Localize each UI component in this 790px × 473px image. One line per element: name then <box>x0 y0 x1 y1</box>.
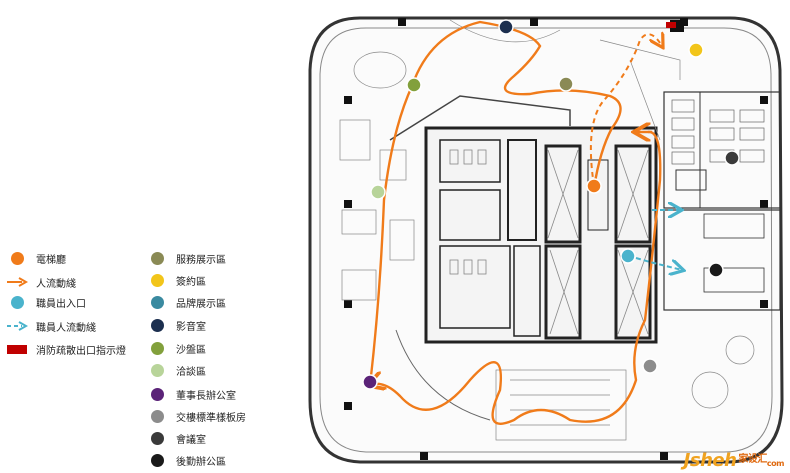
watermark-com: com <box>766 459 785 468</box>
elevator-hall-marker <box>586 178 602 194</box>
lobby-curve <box>395 329 491 421</box>
service-display-marker <box>558 76 574 92</box>
orange-arrow-icon <box>6 275 28 289</box>
yellow-dot-icon <box>146 273 168 287</box>
legend-item-back-office: 後勤辦公區 <box>146 452 226 468</box>
staff-entrance-marker <box>620 248 636 264</box>
watermark-main: Jsheh <box>683 450 737 471</box>
show-flat-marker <box>642 358 658 374</box>
legend-label: 職員出入口 <box>36 298 86 310</box>
legend-item-meeting-room: 會議室 <box>146 430 206 446</box>
black-dot-icon <box>146 453 168 467</box>
staff-flow-top <box>589 34 662 187</box>
legend-label: 消防疏散出口指示燈 <box>36 345 126 357</box>
chairman-office-marker <box>362 374 378 390</box>
olive-dot-icon <box>146 251 168 265</box>
teal-dot-icon <box>146 295 168 309</box>
cyan-dot-icon <box>6 295 28 309</box>
legend-item-signing: 簽約區 <box>146 272 206 288</box>
negotiation-marker <box>370 184 386 200</box>
legend-item-elevator-hall: 電梯廳 <box>6 250 66 266</box>
legend-label: 董事長辦公室 <box>176 390 236 402</box>
office-wing <box>663 91 781 311</box>
legend-label: 品牌展示區 <box>176 298 226 310</box>
legend-label: 簽約區 <box>176 276 206 288</box>
gray-dot-icon <box>146 409 168 423</box>
orange-dot-icon <box>6 251 28 265</box>
zone-markers <box>362 19 740 390</box>
legend-label: 電梯廳 <box>36 254 66 266</box>
exit-sign <box>666 22 676 28</box>
legend-item-brand-display: 品牌展示區 <box>146 294 226 310</box>
legend-label: 會議室 <box>176 434 206 446</box>
legend-item-sand-table: 沙盤區 <box>146 340 206 356</box>
dark-gray-dot-icon <box>146 431 168 445</box>
legend-label: 服務展示區 <box>176 254 226 266</box>
legend-label: 人流動綫 <box>36 278 76 290</box>
desks <box>671 99 765 165</box>
legend-item-service-display: 服務展示區 <box>146 250 226 266</box>
navy-dot-icon <box>146 318 168 332</box>
legend: 電梯廳 人流動綫 職員出入口 職員人流動綫 消防疏散出口指示燈 服務展示區 簽約… <box>0 0 300 473</box>
legend-item-negotiation: 洽談區 <box>146 362 206 378</box>
staff-flow-right-2 <box>635 257 682 270</box>
av-room-marker <box>498 19 514 35</box>
legend-label: 洽談區 <box>176 366 206 378</box>
legend-item-exit-sign: 消防疏散出口指示燈 <box>6 341 126 357</box>
core-details <box>449 149 649 335</box>
legend-item-visitor-flow: 人流動綫 <box>6 274 76 290</box>
legend-item-show-flat: 交樓標準樣板房 <box>146 408 246 424</box>
meeting-room-marker <box>724 150 740 166</box>
legend-label: 沙盤區 <box>176 344 206 356</box>
lobby-wall <box>389 95 571 141</box>
legend-item-chairman-office: 董事長辦公室 <box>146 386 236 402</box>
cyan-dashed-arrow-icon <box>6 319 28 333</box>
legend-label: 職員人流動綫 <box>36 322 96 334</box>
legend-item-staff-flow: 職員人流動綫 <box>6 318 96 334</box>
green-dot-icon <box>146 341 168 355</box>
legend-label: 影音室 <box>176 321 206 333</box>
red-bar-icon <box>6 342 28 356</box>
inner-curtain-wall <box>319 27 773 453</box>
legend-item-av-room: 影音室 <box>146 317 206 333</box>
furniture <box>339 19 755 441</box>
watermark-cn: 家设汇 <box>738 454 767 465</box>
legend-label: 後勤辦公區 <box>176 456 226 468</box>
legend-item-staff-entrance: 職員出入口 <box>6 294 86 310</box>
back-office-marker <box>708 262 724 278</box>
light-green-dot-icon <box>146 363 168 377</box>
signing-marker <box>688 42 704 58</box>
sand-table-marker <box>406 77 422 93</box>
purple-dot-icon <box>146 387 168 401</box>
legend-label: 交樓標準樣板房 <box>176 412 246 424</box>
floor-plan <box>308 16 784 464</box>
